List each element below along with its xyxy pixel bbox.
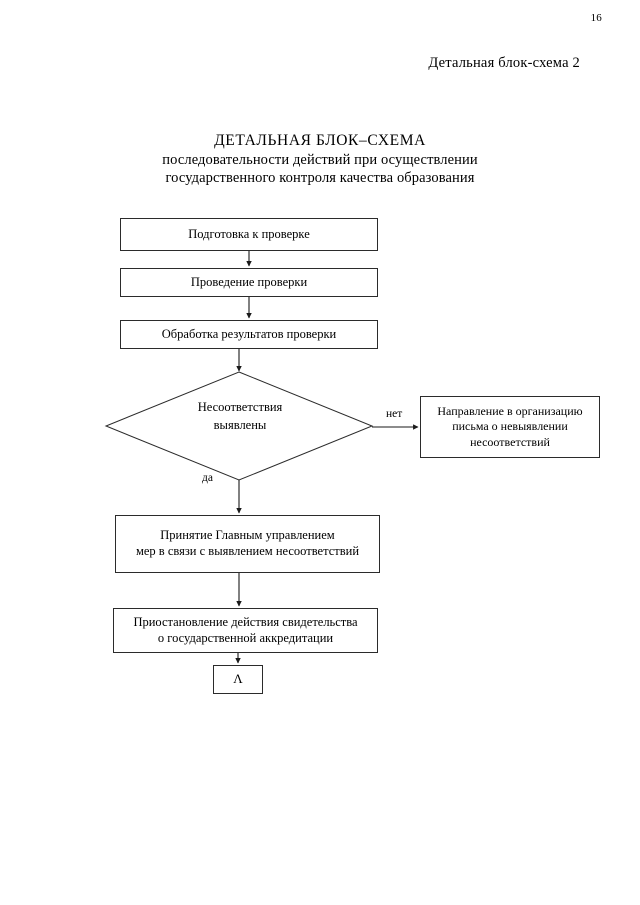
node-end-marker[interactable]: Λ: [213, 665, 263, 694]
edge-label-no: нет: [386, 408, 403, 420]
node-measures-taken[interactable]: Принятие Главным управлением мер в связи…: [115, 515, 380, 573]
node-letter-line1: Направление в организацию: [437, 404, 583, 419]
node-measures-text: Принятие Главным управлением мер в связи…: [136, 528, 359, 560]
chart-title-line2: последовательности действий при осуществ…: [162, 151, 478, 168]
page-number: 16: [590, 12, 602, 24]
node-measures-line1: Принятие Главным управлением: [160, 528, 335, 543]
chart-title: ДЕТАЛЬНАЯ БЛОК–СХЕМА последовательности …: [60, 131, 580, 188]
node-letter-text: Направление в организацию письма о невыя…: [437, 404, 582, 449]
node-measures-line2: мер в связи с выявлением несоответствий: [135, 544, 360, 558]
chart-title-line1: ДЕТАЛЬНАЯ БЛОК–СХЕМА: [214, 132, 426, 149]
node-suspend-line2: о государственной аккредитации: [157, 630, 334, 645]
chart-title-line3: государственного контроля качества образ…: [165, 170, 475, 187]
node-results-processing[interactable]: Обработка результатов проверки: [120, 320, 378, 349]
node-end-marker-label: Λ: [233, 671, 243, 687]
node-letter-no-violations[interactable]: Направление в организацию письма о невыя…: [420, 396, 600, 458]
node-decision-label: Несоответствия выявлены: [140, 398, 340, 434]
node-preparation[interactable]: Подготовка к проверке: [120, 218, 378, 251]
document-header: Детальная блок-схема 2: [428, 55, 580, 71]
edge-label-yes: да: [202, 472, 213, 484]
node-suspend-accreditation[interactable]: Приостановление действия свидетельства о…: [113, 608, 378, 653]
node-results-processing-label: Обработка результатов проверки: [161, 326, 337, 341]
node-suspend-line1: Приостановление действия свидетельства: [133, 614, 358, 629]
node-decision-label-line2: выявлены: [213, 418, 267, 433]
node-letter-line3: несоответствий: [470, 434, 550, 449]
node-suspend-text: Приостановление действия свидетельства о…: [133, 615, 357, 647]
node-preparation-label: Подготовка к проверке: [188, 226, 310, 241]
node-inspection[interactable]: Проведение проверки: [120, 268, 378, 297]
node-inspection-label: Проведение проверки: [190, 274, 308, 289]
node-letter-line2: письма о невыявлении: [452, 419, 568, 434]
node-decision-label-line1: Несоответствия: [197, 400, 283, 414]
